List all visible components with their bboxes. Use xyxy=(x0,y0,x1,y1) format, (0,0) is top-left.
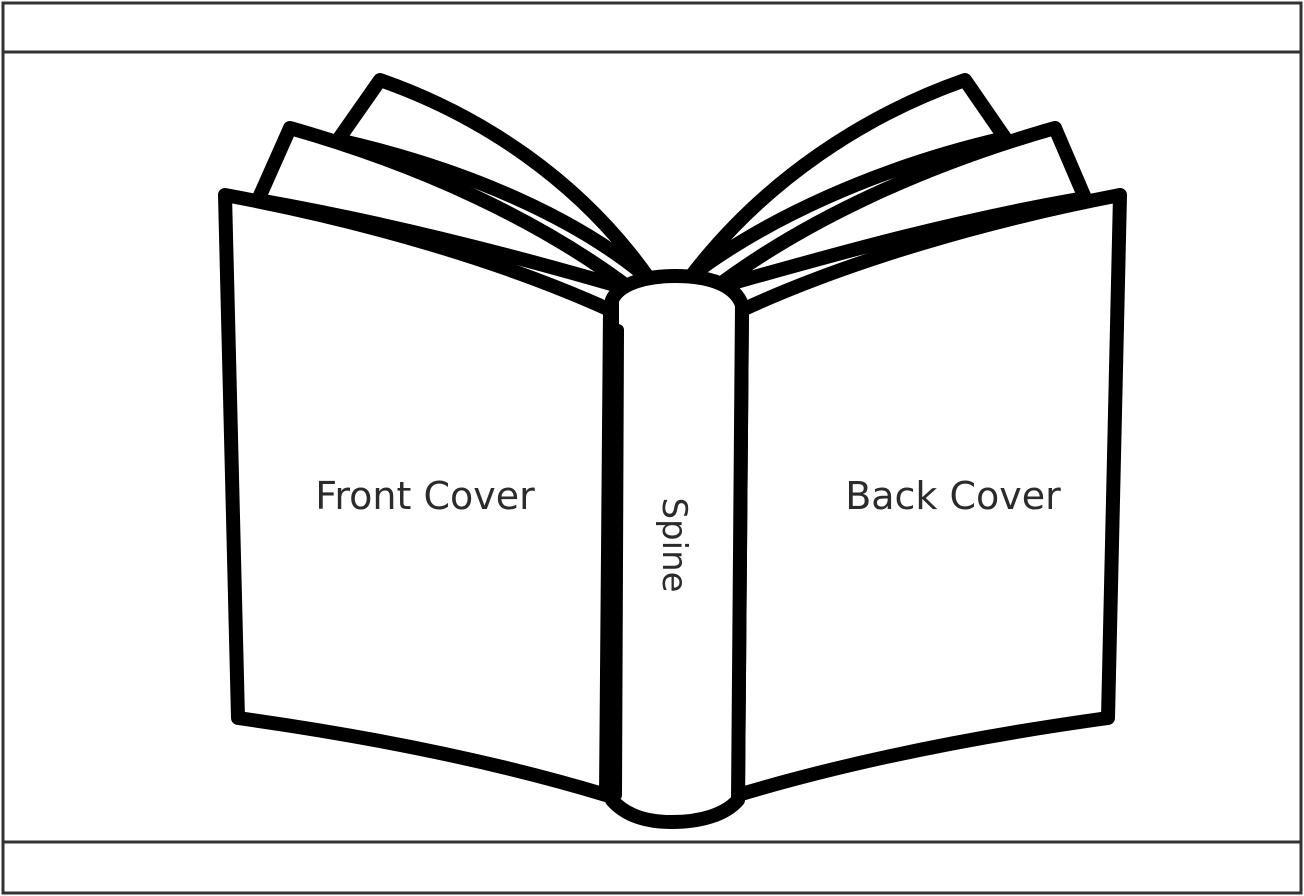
back-cover-label: Back Cover xyxy=(845,474,1061,518)
spine-label: Spine xyxy=(654,497,694,592)
front-cover-label: Front Cover xyxy=(315,474,535,518)
book-icon xyxy=(225,80,1120,822)
spine-inner-edge xyxy=(616,330,618,795)
